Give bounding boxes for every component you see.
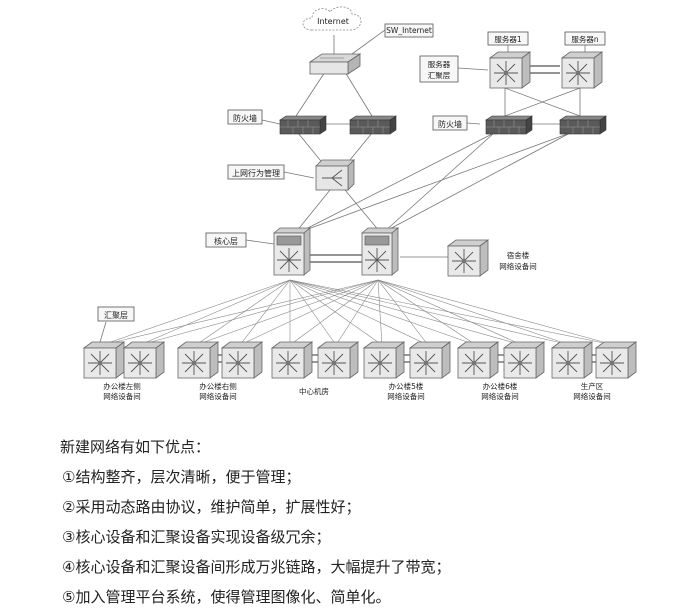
office6-label-2: 网络设备间 xyxy=(481,391,519,401)
advantage-item-4: ④核心设备和汇聚设备间形成万兆链路，大幅提升了带宽； xyxy=(62,558,451,576)
advantages-text: 新建网络有如下优点： ①结构整齐，层次清晰，便于管理； ②采用动态路由协议，维护… xyxy=(60,432,660,612)
server1-switch-icon xyxy=(489,51,531,89)
dorm-label-line1: 宿舍楼 xyxy=(507,250,530,260)
core-layer-label: 核心层 xyxy=(214,236,238,246)
advantage-item-3: ③核心设备和汇聚设备实现设备级冗余； xyxy=(62,528,331,546)
center-room-label: 中心机房 xyxy=(299,386,329,396)
agg-switch-office-left-a xyxy=(83,341,125,379)
office-left-label-2: 网络设备间 xyxy=(103,391,141,401)
advantage-item-5: ⑤加入管理平台系统，使得管理图像化、简单化。 xyxy=(62,588,391,606)
dorm-switch-icon xyxy=(447,239,489,277)
agg-switch-center-a xyxy=(271,341,313,379)
agg-switch-office5-a xyxy=(363,341,405,379)
agg-switch-office6-a xyxy=(457,341,499,379)
agg-switch-office6-b xyxy=(503,341,545,379)
advantage-item-2: ②采用动态路由协议，维护简单，扩展性好； xyxy=(62,498,361,516)
office5-label-2: 网络设备间 xyxy=(387,391,425,401)
agg-switch-office-left-b xyxy=(123,341,165,379)
servern-label: 服务器n xyxy=(571,34,598,44)
sw-internet-label: SW_Internet xyxy=(386,26,432,35)
production-label-2: 网络设备间 xyxy=(573,391,611,401)
office-left-label-1: 办公楼左侧 xyxy=(103,381,141,391)
office5-label-1: 办公楼5楼 xyxy=(389,381,424,391)
dorm-label-line2: 网络设备间 xyxy=(499,261,537,271)
links xyxy=(99,35,615,363)
server-firewall-left-icon xyxy=(485,115,533,135)
advantages-heading: 新建网络有如下优点： xyxy=(60,438,211,456)
sw-internet-label-box: SW_Internet xyxy=(351,23,434,55)
firewall-right-icon xyxy=(349,115,397,135)
aggregation-layer-label-box: 汇聚层 xyxy=(97,306,135,322)
advantage-item-1: ①结构整齐，层次清晰，便于管理； xyxy=(62,468,301,486)
core-switch-left-icon xyxy=(273,227,311,276)
server-firewall-label-box: 防火墙 xyxy=(432,115,468,131)
core-switch-right-icon xyxy=(361,227,399,276)
behavior-mgmt-label-box: 上网行为管理 xyxy=(227,164,285,180)
agg-switch-office-right-a xyxy=(177,341,219,379)
servern-label-box: 服务器n xyxy=(564,31,606,46)
behavior-mgmt-label: 上网行为管理 xyxy=(232,168,280,178)
firewall-label-box: 防火墙 xyxy=(227,109,263,125)
core-layer-label-box: 核心层 xyxy=(205,232,247,248)
servern-switch-icon xyxy=(561,51,603,89)
agg-switch-production-b xyxy=(595,341,637,379)
firewall-left-icon xyxy=(279,115,327,135)
behavior-mgmt-icon xyxy=(315,159,355,191)
server1-label: 服务器1 xyxy=(494,34,521,44)
topology-svg: Internet SW_Internet 防火墙 上网行为管理 xyxy=(83,6,637,401)
internet-cloud-icon: Internet xyxy=(302,6,362,31)
svg-text:服务器: 服务器 xyxy=(428,59,451,69)
server-agg-label-box: 服务器 汇聚层 xyxy=(419,55,459,83)
agg-switch-office-right-b xyxy=(221,341,263,379)
internet-label: Internet xyxy=(317,17,349,26)
firewall-label: 防火墙 xyxy=(233,113,257,123)
server-firewall-right-icon xyxy=(559,115,607,135)
office-right-label-1: 办公楼右侧 xyxy=(199,381,237,391)
agg-switch-office5-b xyxy=(409,341,451,379)
agg-switch-center-b xyxy=(317,341,359,379)
agg-switch-production-a xyxy=(551,341,593,379)
server-firewall-label: 防火墙 xyxy=(438,119,462,129)
internet-switch xyxy=(308,53,362,75)
production-label-1: 生产区 xyxy=(581,381,604,391)
office-right-label-2: 网络设备间 xyxy=(199,391,237,401)
office6-label-1: 办公楼6楼 xyxy=(483,381,518,391)
svg-text:汇聚层: 汇聚层 xyxy=(428,71,451,80)
aggregation-layer-label: 汇聚层 xyxy=(104,311,128,320)
server1-label-box: 服务器1 xyxy=(487,31,529,46)
